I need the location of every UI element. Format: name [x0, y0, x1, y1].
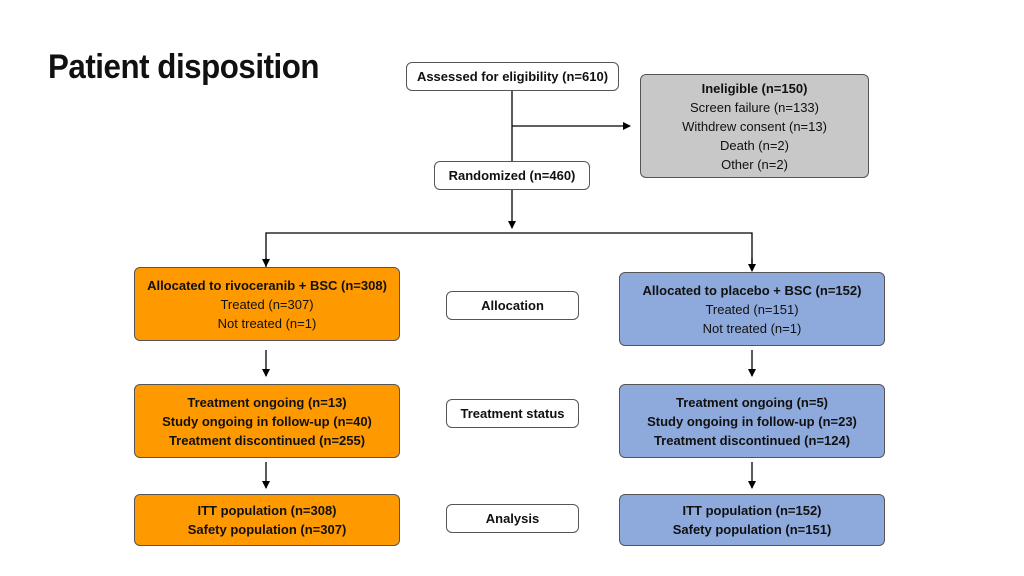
placebo-status-box: Treatment ongoing (n=5) Study ongoing in…	[619, 384, 885, 458]
assessed-box: Assessed for eligibility (n=610)	[406, 62, 619, 91]
allocation-stage-label: Allocation	[446, 291, 579, 320]
treatment-status-stage-label: Treatment status	[446, 399, 579, 428]
split-connector	[265, 232, 753, 267]
rivoceranib-status-box: Treatment ongoing (n=13) Study ongoing i…	[134, 384, 400, 458]
rivoceranib-analysis-line: ITT population (n=308)	[197, 503, 337, 518]
analysis-stage-label: Analysis	[446, 504, 579, 533]
placebo-analysis-line: Safety population (n=151)	[672, 522, 832, 537]
page-title: Patient disposition	[48, 48, 320, 86]
randomized-label: Randomized (n=460)	[448, 168, 576, 183]
placebo-status-line: Treatment ongoing (n=5)	[675, 394, 829, 410]
rivoceranib-status-line: Treatment ongoing (n=13)	[187, 394, 347, 410]
rivoceranib-treated: Treated (n=307)	[220, 296, 314, 312]
ineligible-box: Ineligible (n=150) Screen failure (n=133…	[640, 74, 869, 178]
placebo-status-line: Study ongoing in follow-up (n=23)	[647, 413, 857, 429]
assessed-label: Assessed for eligibility (n=610)	[416, 69, 609, 84]
rivoceranib-analysis-line: Safety population (n=307)	[187, 522, 347, 537]
placebo-not-treated: Not treated (n=1)	[702, 320, 802, 336]
ineligible-reason: Death (n=2)	[719, 137, 789, 153]
placebo-analysis-box: ITT population (n=152) Safety population…	[619, 494, 885, 546]
rivoceranib-status-line: Study ongoing in follow-up (n=40)	[162, 413, 372, 429]
placebo-status-line: Treatment discontinued (n=124)	[653, 432, 851, 448]
rivoceranib-allocated-heading: Allocated to rivoceranib + BSC (n=308)	[147, 277, 387, 293]
placebo-analysis-line: ITT population (n=152)	[682, 503, 822, 518]
rivoceranib-status-line: Treatment discontinued (n=255)	[168, 432, 366, 448]
randomized-box: Randomized (n=460)	[434, 161, 590, 190]
placebo-allocated-heading: Allocated to placebo + BSC (n=152)	[642, 282, 862, 298]
ineligible-reason: Withdrew consent (n=13)	[682, 118, 827, 134]
rivoceranib-allocation-box: Allocated to rivoceranib + BSC (n=308) T…	[134, 267, 400, 341]
rivoceranib-not-treated: Not treated (n=1)	[217, 315, 317, 331]
rivoceranib-analysis-box: ITT population (n=308) Safety population…	[134, 494, 400, 546]
placebo-treated: Treated (n=151)	[705, 301, 799, 317]
ineligible-reason: Screen failure (n=133)	[690, 99, 819, 115]
ineligible-reason: Other (n=2)	[721, 156, 788, 172]
placebo-allocation-box: Allocated to placebo + BSC (n=152) Treat…	[619, 272, 885, 346]
ineligible-heading: Ineligible (n=150)	[701, 80, 808, 96]
